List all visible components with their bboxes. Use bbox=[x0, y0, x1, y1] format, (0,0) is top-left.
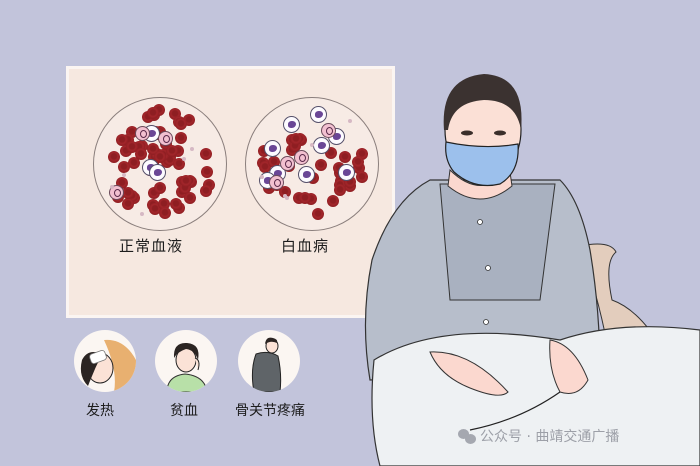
abnormal-cell bbox=[139, 211, 144, 216]
fever-label: 发热 bbox=[86, 403, 114, 419]
red-blood-cell bbox=[356, 170, 368, 183]
red-blood-cell bbox=[158, 197, 171, 210]
red-blood-cell bbox=[351, 155, 364, 168]
abnormal-cell bbox=[285, 196, 290, 201]
abnormal-cell bbox=[158, 131, 174, 147]
blood-comparison-poster: 正常血液 白血病 bbox=[66, 66, 395, 318]
white-blood-cell bbox=[338, 163, 356, 181]
wechat-icon bbox=[458, 428, 476, 444]
red-blood-cell bbox=[278, 186, 291, 199]
anemia-icon bbox=[155, 330, 217, 392]
red-blood-cell bbox=[127, 156, 140, 169]
abnormal-cell bbox=[280, 155, 296, 171]
red-blood-cell bbox=[148, 202, 161, 215]
abnormal-cell bbox=[181, 157, 186, 162]
white-blood-cell bbox=[148, 164, 166, 182]
red-blood-cell bbox=[121, 186, 134, 199]
red-blood-cell bbox=[333, 184, 346, 197]
red-blood-cell bbox=[154, 151, 167, 164]
red-blood-cell bbox=[135, 148, 148, 161]
red-blood-cell bbox=[339, 151, 351, 164]
red-blood-cell bbox=[326, 194, 339, 207]
fever-icon bbox=[74, 330, 136, 392]
white-blood-cell bbox=[298, 165, 316, 183]
anemia-label: 贫血 bbox=[170, 403, 198, 419]
abnormal-cell bbox=[121, 173, 126, 178]
red-blood-cell bbox=[118, 161, 130, 174]
red-blood-cell bbox=[158, 206, 171, 219]
abnormal-cell bbox=[283, 194, 288, 199]
red-blood-cell bbox=[170, 197, 183, 210]
red-blood-cell bbox=[180, 174, 193, 187]
abnormal-cell bbox=[348, 119, 352, 124]
abnormal-cell bbox=[320, 122, 336, 138]
bone-joint-pain-icon bbox=[238, 330, 300, 392]
abnormal-cell bbox=[260, 174, 265, 179]
abnormal-cell bbox=[110, 184, 115, 189]
white-blood-cell bbox=[283, 115, 301, 133]
red-blood-cell bbox=[126, 141, 139, 154]
red-blood-cell bbox=[311, 207, 324, 220]
abnormal-cell bbox=[109, 185, 125, 201]
red-blood-cell bbox=[258, 160, 271, 173]
red-blood-cell bbox=[199, 184, 212, 197]
leukemia-label: 白血病 bbox=[281, 237, 330, 255]
red-blood-cell bbox=[315, 159, 328, 172]
watermark-text: 公众号 · 曲靖交通广播 bbox=[480, 429, 620, 445]
leukemia-blood-circle bbox=[245, 97, 379, 231]
abnormal-cell bbox=[135, 125, 151, 141]
red-blood-cell bbox=[116, 134, 129, 147]
white-blood-cell bbox=[263, 140, 281, 158]
red-blood-cell bbox=[153, 182, 166, 195]
red-blood-cell bbox=[165, 145, 178, 158]
red-blood-cell bbox=[174, 131, 187, 144]
abnormal-cell bbox=[269, 174, 285, 190]
abnormal-cell bbox=[294, 149, 310, 165]
red-blood-cell bbox=[298, 192, 311, 205]
red-blood-cell bbox=[175, 118, 188, 131]
red-blood-cell bbox=[201, 166, 214, 179]
red-blood-cell bbox=[146, 107, 159, 120]
red-blood-cell bbox=[268, 155, 281, 168]
red-blood-cell bbox=[184, 191, 197, 204]
red-blood-cell bbox=[200, 147, 213, 160]
abnormal-cell bbox=[190, 147, 195, 152]
normal-blood-circle bbox=[93, 97, 227, 231]
red-blood-cell bbox=[290, 132, 303, 145]
abnormal-cell bbox=[309, 142, 314, 147]
normal-blood-label: 正常血液 bbox=[119, 237, 184, 255]
watermark: 公众号 · 曲靖交通广播 bbox=[458, 426, 619, 446]
red-blood-cell bbox=[121, 197, 134, 210]
bone-joint-pain-label: 骨关节疼痛 bbox=[235, 403, 305, 419]
white-blood-cell bbox=[310, 105, 328, 123]
red-blood-cell bbox=[108, 151, 121, 164]
